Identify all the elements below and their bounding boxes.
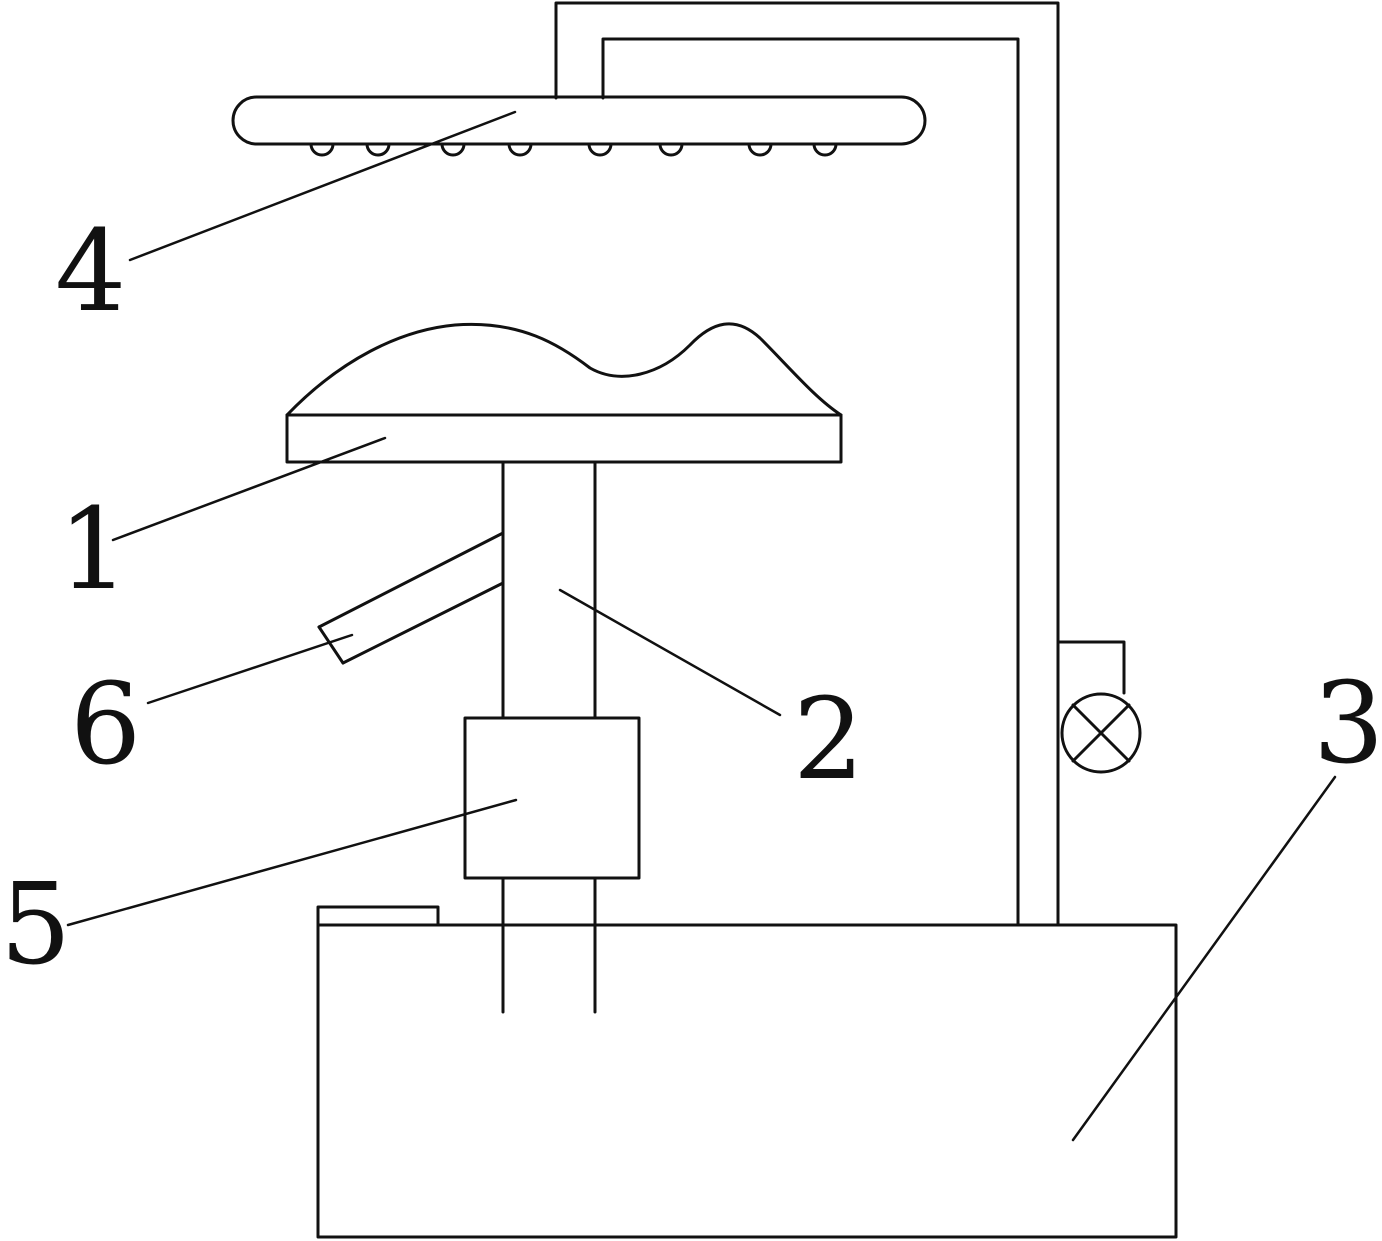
callout-2: 2 [793, 675, 864, 805]
spray-nozzle [587, 142, 613, 157]
spray-bar [231, 95, 927, 146]
callout-4: 4 [55, 207, 126, 337]
valve-cross-b [1071, 703, 1131, 763]
workpiece [285, 322, 843, 417]
base-tank [316, 923, 1178, 1239]
spray-nozzles [309, 142, 838, 157]
actuator-box [463, 716, 641, 880]
valve-bracket [1056, 640, 1126, 695]
spray-nozzle [309, 142, 335, 157]
spray-nozzle [440, 142, 466, 157]
nozzle-lower-edge [341, 581, 505, 665]
callout-6: 6 [70, 660, 141, 790]
spray-nozzle [747, 142, 773, 157]
spray-nozzle [365, 142, 391, 157]
leader-5 [66, 798, 518, 927]
nozzle-tip [317, 625, 345, 665]
base-tab [316, 905, 440, 927]
callout-3: 3 [1313, 659, 1382, 789]
leader-1 [111, 436, 387, 542]
pipe-outer [554, 1, 1060, 927]
pipe-inner [601, 37, 1020, 927]
spray-nozzle [658, 142, 684, 157]
spray-nozzle [507, 142, 533, 157]
nozzle-upper-edge [317, 531, 505, 629]
platform [285, 413, 843, 464]
valve-icon [1060, 692, 1142, 774]
leader-3 [1071, 775, 1337, 1142]
leader-4 [128, 110, 517, 262]
callout-5: 5 [0, 860, 71, 990]
leader-6 [146, 633, 354, 705]
callout-1: 1 [58, 485, 129, 615]
leader-2 [558, 588, 782, 717]
spray-nozzle [812, 142, 838, 157]
